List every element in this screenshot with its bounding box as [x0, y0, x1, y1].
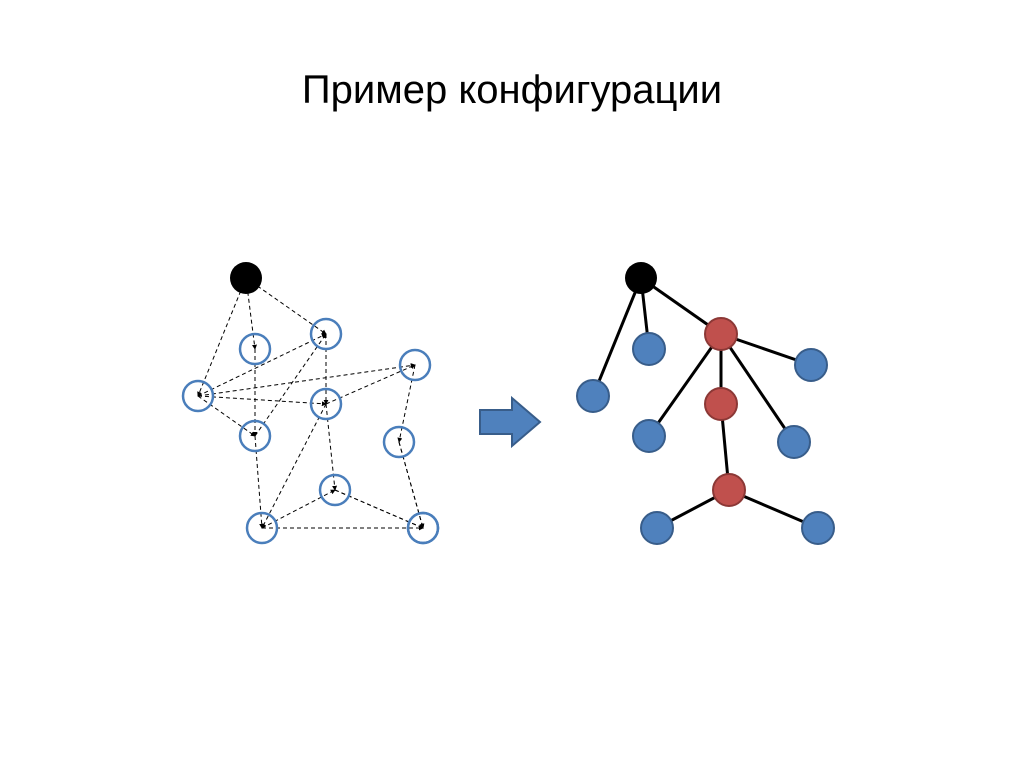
left-edge-n3-n6 — [197, 363, 416, 397]
right-edge-root-a — [591, 277, 643, 397]
right-edge-h1-e — [719, 333, 796, 443]
right-node-a — [576, 379, 610, 413]
left-root-node — [230, 262, 262, 294]
right-node-e — [777, 425, 811, 459]
right-node-c — [632, 419, 666, 453]
left-node-n2 — [309, 317, 343, 351]
left-edge-n7-n9 — [261, 489, 336, 529]
left-graph-nodes — [181, 262, 440, 545]
left-node-n8 — [382, 425, 416, 459]
left-edge-root-n2 — [245, 277, 327, 335]
right-node-d — [794, 348, 828, 382]
transition-arrow-icon — [479, 395, 542, 449]
left-node-n9 — [318, 473, 352, 507]
right-edge-h1-c — [647, 333, 723, 437]
right-head-node-h3 — [712, 473, 746, 507]
slide-title: Пример конфигурации — [301, 68, 723, 112]
left-edge-root-n3 — [197, 277, 247, 397]
left-edge-n5-n7 — [261, 403, 327, 529]
left-node-n5 — [309, 387, 343, 421]
left-node-n7 — [245, 511, 279, 545]
left-edge-n3-n2 — [197, 333, 327, 397]
left-edge-n8-n11 — [398, 441, 425, 529]
left-node-n4 — [238, 419, 272, 453]
left-edge-n3-n4 — [197, 395, 256, 437]
right-graph-nodes — [576, 262, 835, 545]
left-edge-n6-n8 — [397, 364, 416, 443]
left-node-n1 — [238, 332, 272, 366]
left-node-n6 — [398, 348, 432, 382]
right-head-node-h1 — [704, 317, 738, 351]
right-root-node — [625, 262, 657, 294]
right-node-b — [632, 332, 666, 366]
left-edge-n3-n5 — [197, 395, 327, 407]
right-node-f — [640, 511, 674, 545]
right-node-g — [801, 511, 835, 545]
left-node-n3 — [181, 379, 215, 413]
left-edge-n4-n2 — [254, 333, 327, 437]
left-node-n11 — [406, 511, 440, 545]
right-head-node-h2 — [704, 387, 738, 421]
left-edge-root-n1 — [245, 277, 257, 350]
